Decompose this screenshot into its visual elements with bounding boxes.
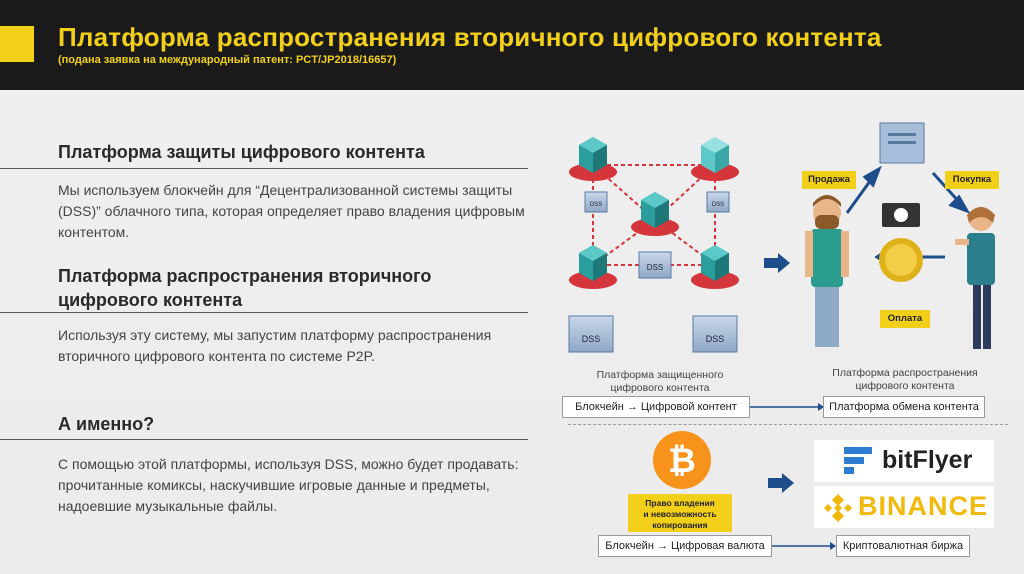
section-title-namely: А именно? xyxy=(58,414,155,434)
certificate-scroll-icon xyxy=(879,122,925,164)
blockchain-cube-icon xyxy=(569,245,617,289)
box-crypto-exchange: Криптовалютная биржа xyxy=(836,535,970,557)
header-accent-block xyxy=(0,26,34,62)
brand-bitflyer: bitFlyer xyxy=(882,446,973,474)
blockchain-cube-icon xyxy=(691,137,739,181)
certificate-scroll-icon: DSS xyxy=(706,191,730,213)
caption-right-1: Платформа распространения xyxy=(832,367,978,379)
tag-ownership-line: копирования xyxy=(652,520,708,530)
section-title-protection: Платформа защиты цифрового контента xyxy=(58,142,425,162)
blockchain-cube-icon xyxy=(631,192,679,236)
man-icon xyxy=(805,195,849,347)
banknote-icon xyxy=(882,203,920,227)
section-text-namely: С помощью этой платформы, используя DSS,… xyxy=(58,456,519,514)
tag-buy: Покупка xyxy=(945,171,999,189)
tag-ownership-line: и невозможность xyxy=(643,509,717,519)
section-title-distribution-2: цифрового контента xyxy=(58,290,243,310)
page-subtitle: (подана заявка на международный патент: … xyxy=(58,54,397,66)
caption-left-2: цифрового контента xyxy=(610,382,710,394)
arrow-right-icon xyxy=(772,542,836,550)
header-bar: Платформа распространения вторичного циф… xyxy=(0,0,1024,90)
certificate-scroll-icon: DSS xyxy=(568,315,614,353)
bitflyer-logo-icon xyxy=(844,447,872,474)
box-exchange-platform: Платформа обмена контента xyxy=(823,396,985,418)
certificate-scroll-icon: DSS xyxy=(584,191,608,213)
caption-right-2: цифрового контента xyxy=(855,380,955,392)
binance-logo: BINANCE xyxy=(814,486,994,528)
tag-ownership: Право владения и невозможность копирован… xyxy=(628,494,732,532)
certificate-scroll-icon: DSS xyxy=(692,315,738,353)
blockchain-network-diagram: DSS DSS DSS DSS DSS xyxy=(568,137,739,353)
section-divider xyxy=(0,439,528,440)
exchange-diagram xyxy=(805,122,995,349)
arrow-right-icon xyxy=(768,473,794,493)
box-blockchain-currency: Блокчейн → Цифровая валюта xyxy=(598,535,772,557)
section-title-distribution-1: Платформа распространения вторичного xyxy=(58,266,432,286)
diagram-divider xyxy=(568,424,1008,425)
box-blockchain-content: Блокчейн → Цифровой контент xyxy=(562,396,750,418)
page-title: Платформа распространения вторичного циф… xyxy=(58,22,882,52)
section-divider xyxy=(0,312,528,313)
svg-text:DSS: DSS xyxy=(712,202,724,208)
coin-icon xyxy=(879,238,923,282)
tag-pay: Оплата xyxy=(880,310,930,328)
section-divider xyxy=(0,168,528,169)
woman-icon xyxy=(955,207,995,349)
svg-text:DSS: DSS xyxy=(706,334,725,344)
blockchain-cube-icon xyxy=(569,137,617,181)
section-text-protection: Мы используем блокчейн для “Децентрализо… xyxy=(58,182,525,240)
svg-text:DSS: DSS xyxy=(590,202,602,208)
svg-text:DSS: DSS xyxy=(582,334,601,344)
caption-left-1: Платформа защищенного xyxy=(596,369,724,381)
certificate-scroll-icon: DSS xyxy=(638,251,672,279)
section-text-distribution: Используя эту систему, мы запустим платф… xyxy=(58,327,492,364)
svg-text:DSS: DSS xyxy=(647,263,663,272)
brand-binance: BINANCE xyxy=(858,491,989,521)
tag-ownership-line: Право владения xyxy=(645,498,715,508)
svg-text:₿: ₿ xyxy=(668,442,696,480)
bitflyer-logo: bitFlyer xyxy=(814,440,994,482)
bitcoin-icon: ₿ xyxy=(653,431,711,489)
binance-logo-icon xyxy=(824,494,852,522)
arrow-right-icon xyxy=(764,253,790,273)
arrow-right-icon xyxy=(750,403,824,411)
blockchain-cube-icon xyxy=(691,245,739,289)
tag-sell: Продажа xyxy=(802,171,856,189)
